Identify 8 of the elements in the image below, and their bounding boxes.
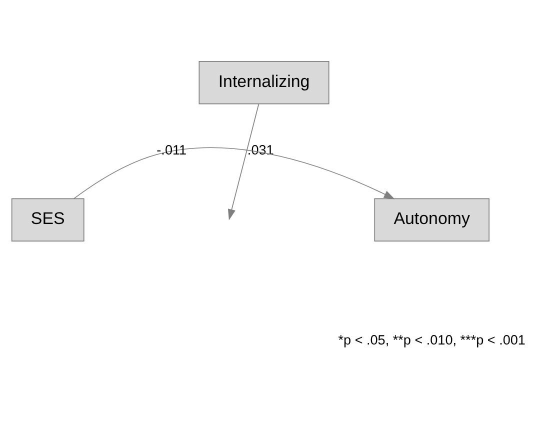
label: *p < .05, **p < .010, ***p < .001 [338, 332, 526, 347]
arrow [228, 103, 260, 220]
node-box: Internalizing [198, 60, 330, 104]
edge-label: .031 [247, 142, 274, 157]
node-box: SES [11, 198, 84, 242]
edge-label: -.011 [156, 142, 187, 157]
node-box: Autonomy [374, 198, 490, 242]
arrow [73, 146, 395, 199]
